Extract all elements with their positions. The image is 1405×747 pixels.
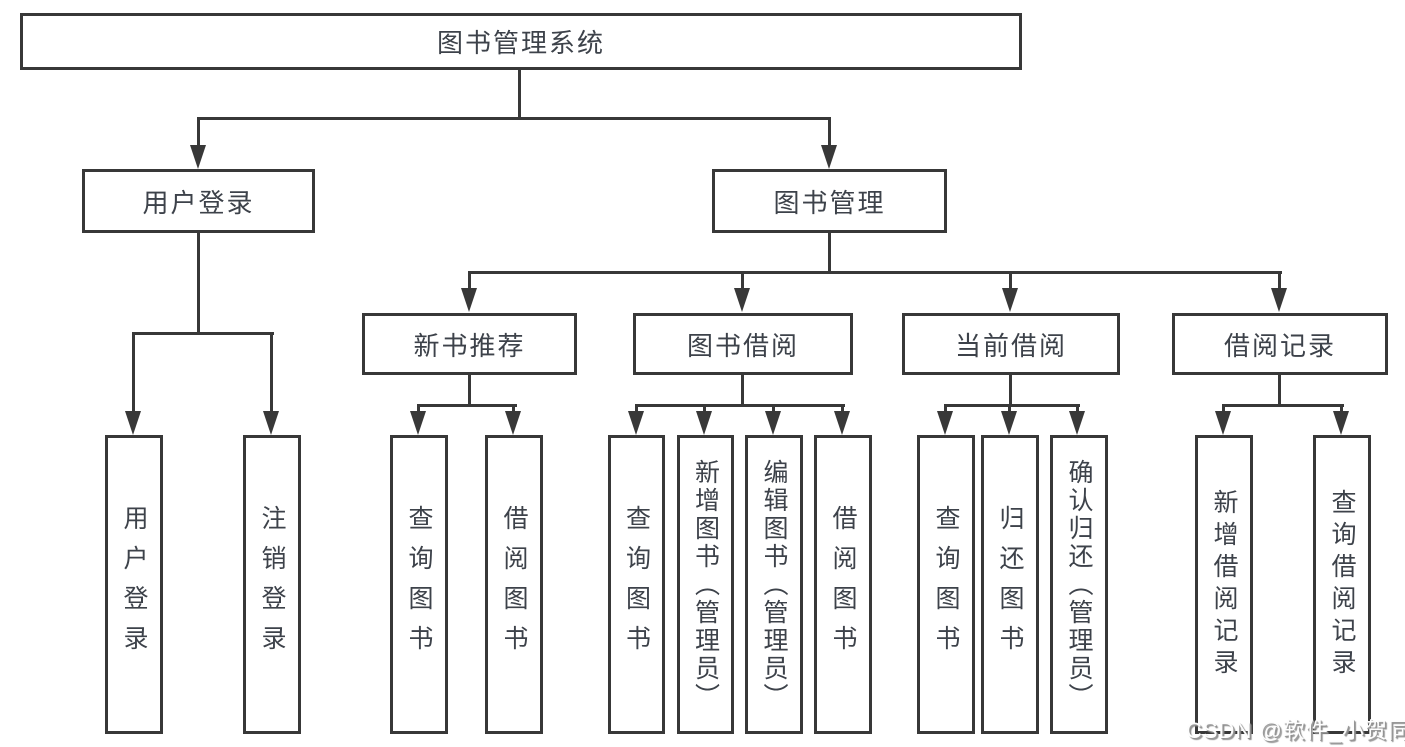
- connector-line: [1278, 273, 1281, 289]
- connector-line: [741, 273, 744, 289]
- leaf-node-add-books-admin: 新增图书（管理员）: [677, 435, 734, 734]
- connector-line: [635, 406, 638, 412]
- leaf-node-label: 借阅图书: [500, 504, 528, 665]
- leaf-node-label: 新增借阅记录: [1210, 488, 1238, 681]
- leaf-node-query-books: 查询图书: [390, 435, 448, 734]
- connector-line: [1278, 375, 1281, 407]
- leaf-node-label: 用户登录: [120, 504, 148, 665]
- connector-line: [417, 404, 517, 407]
- leaf-node-label: 查询图书: [405, 504, 433, 665]
- leaf-node-label: 查询借阅记录: [1328, 488, 1356, 681]
- connector-line: [417, 406, 420, 412]
- leaf-node-label: 借阅图书: [829, 504, 857, 665]
- node-borrowing-records: 借阅记录: [1172, 313, 1388, 375]
- leaf-node-borrow-books: 借阅图书: [485, 435, 543, 734]
- connector-line: [828, 233, 831, 274]
- arrow-down-icon: [1069, 411, 1085, 435]
- connector-line: [468, 271, 1282, 274]
- leaf-node-borrow-books: 借阅图书: [814, 435, 872, 734]
- leaf-node-label: 新增图书（管理员）: [691, 458, 720, 711]
- node-label: 图书借阅: [686, 330, 799, 361]
- connector-line: [197, 117, 831, 120]
- arrow-down-icon: [190, 145, 206, 169]
- connector-line: [944, 404, 1080, 407]
- node-book-borrowing: 图书借阅: [633, 313, 853, 375]
- node-current-borrowing: 当前借阅: [902, 313, 1120, 375]
- connector-line: [518, 70, 521, 118]
- connector-line: [468, 375, 471, 407]
- connector-line: [132, 334, 135, 411]
- leaf-node-query-books: 查询图书: [608, 435, 665, 734]
- leaf-node-label: 注销登录: [258, 504, 286, 665]
- arrow-down-icon: [263, 411, 279, 435]
- arrow-down-icon: [505, 411, 521, 435]
- leaf-node-label: 编辑图书（管理员）: [760, 458, 788, 711]
- arrow-down-icon: [125, 411, 141, 435]
- leaf-node-label: 确认归还（管理员）: [1065, 458, 1093, 711]
- connector-line: [741, 375, 744, 407]
- connector-line: [132, 332, 274, 335]
- connector-line: [197, 233, 200, 335]
- leaf-node-label: 归还图书: [996, 504, 1024, 665]
- connector-line: [1009, 375, 1012, 407]
- connector-line: [703, 406, 706, 412]
- node-user-login: 用户登录: [82, 169, 315, 233]
- connector-line: [635, 404, 845, 407]
- arrow-down-icon: [461, 288, 477, 312]
- arrow-down-icon: [834, 411, 850, 435]
- connector-line: [828, 119, 831, 146]
- leaf-node-add-borrow-record: 新增借阅记录: [1195, 435, 1253, 734]
- connector-line: [270, 334, 273, 411]
- node-label: 用户登录: [142, 187, 255, 218]
- connector-line: [841, 406, 844, 412]
- arrow-down-icon: [410, 411, 426, 435]
- leaf-node-edit-books-admin: 编辑图书（管理员）: [745, 435, 803, 734]
- watermark: CSDN @软件_小贺同学: [1186, 718, 1405, 743]
- arrow-down-icon: [1271, 288, 1287, 312]
- arrow-down-icon: [937, 411, 953, 435]
- connector-line: [1222, 406, 1225, 412]
- connector-line: [1222, 404, 1344, 407]
- arrow-down-icon: [1001, 411, 1017, 435]
- node-book-management: 图书管理: [712, 169, 947, 233]
- connector-line: [1009, 273, 1012, 289]
- arrow-down-icon: [765, 411, 781, 435]
- arrow-down-icon: [696, 411, 712, 435]
- connector-line: [512, 406, 515, 412]
- connector-line: [197, 119, 200, 146]
- arrow-down-icon: [734, 288, 750, 312]
- arrow-down-icon: [821, 145, 837, 169]
- leaf-node-user-login: 用户登录: [105, 435, 163, 734]
- root-node-label: 图书管理系统: [436, 28, 605, 58]
- leaf-node-return-books: 归还图书: [981, 435, 1039, 734]
- connector-line: [1340, 406, 1343, 412]
- connector-line: [944, 406, 947, 412]
- arrow-down-icon: [628, 411, 644, 435]
- arrow-down-icon: [1215, 411, 1231, 435]
- arrow-down-icon: [1002, 288, 1018, 312]
- connector-line: [1076, 406, 1079, 412]
- node-new-book-recommendation: 新书推荐: [362, 313, 577, 375]
- leaf-node-query-books: 查询图书: [917, 435, 975, 734]
- leaf-node-label: 查询图书: [622, 504, 651, 665]
- leaf-node-label: 查询图书: [932, 504, 960, 665]
- node-label: 新书推荐: [413, 330, 526, 361]
- leaf-node-confirm-return-admin: 确认归还（管理员）: [1050, 435, 1108, 734]
- node-label: 借阅记录: [1223, 330, 1336, 361]
- leaf-node-logout: 注销登录: [243, 435, 301, 734]
- leaf-node-query-borrow-record: 查询借阅记录: [1313, 435, 1371, 734]
- connector-line: [468, 273, 471, 289]
- node-label: 图书管理: [773, 187, 886, 218]
- connector-line: [1008, 406, 1011, 412]
- connector-line: [772, 406, 775, 412]
- arrow-down-icon: [1333, 411, 1349, 435]
- root-node: 图书管理系统: [20, 13, 1022, 70]
- node-label: 当前借阅: [954, 330, 1067, 361]
